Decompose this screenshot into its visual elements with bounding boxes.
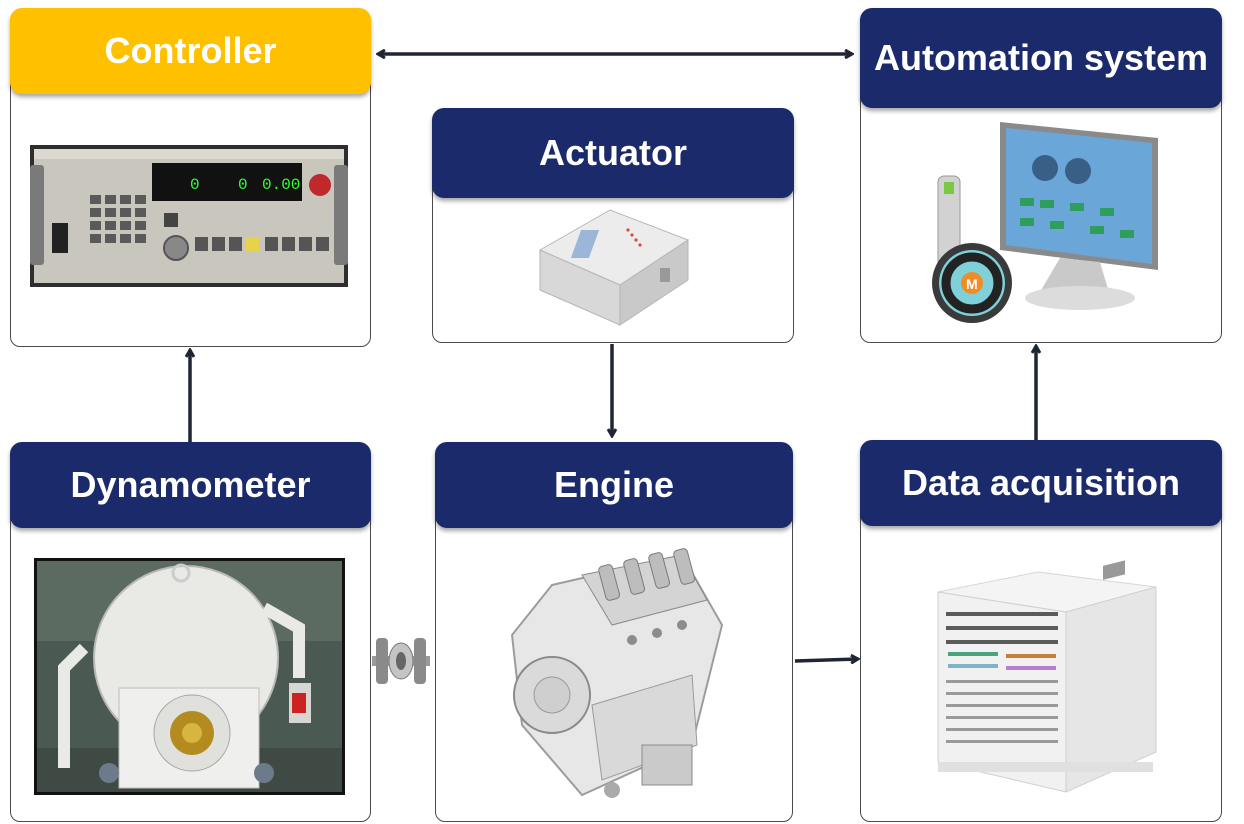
svg-text:0: 0 <box>238 176 248 194</box>
daq-photo <box>918 552 1166 800</box>
controller-header: Controller <box>10 8 371 94</box>
controller-photo: 0 0 0.00 <box>30 145 348 287</box>
dynamometer-header: Dynamometer <box>10 442 371 528</box>
actuator-header: Actuator <box>432 108 794 198</box>
arrow-engine-to-daq <box>794 659 858 661</box>
engine-photo <box>492 545 750 810</box>
engine-header: Engine <box>435 442 793 528</box>
svg-text:0: 0 <box>190 176 200 194</box>
svg-text:M: M <box>966 276 978 292</box>
actuator-photo <box>530 200 695 330</box>
dynamometer-photo <box>34 558 345 795</box>
automation-photo: M <box>920 118 1170 330</box>
automation-header: Automation system <box>860 8 1222 108</box>
daq-header: Data acquisition <box>860 440 1222 526</box>
coupling-photo <box>370 632 432 690</box>
svg-text:0.00: 0.00 <box>262 176 300 194</box>
